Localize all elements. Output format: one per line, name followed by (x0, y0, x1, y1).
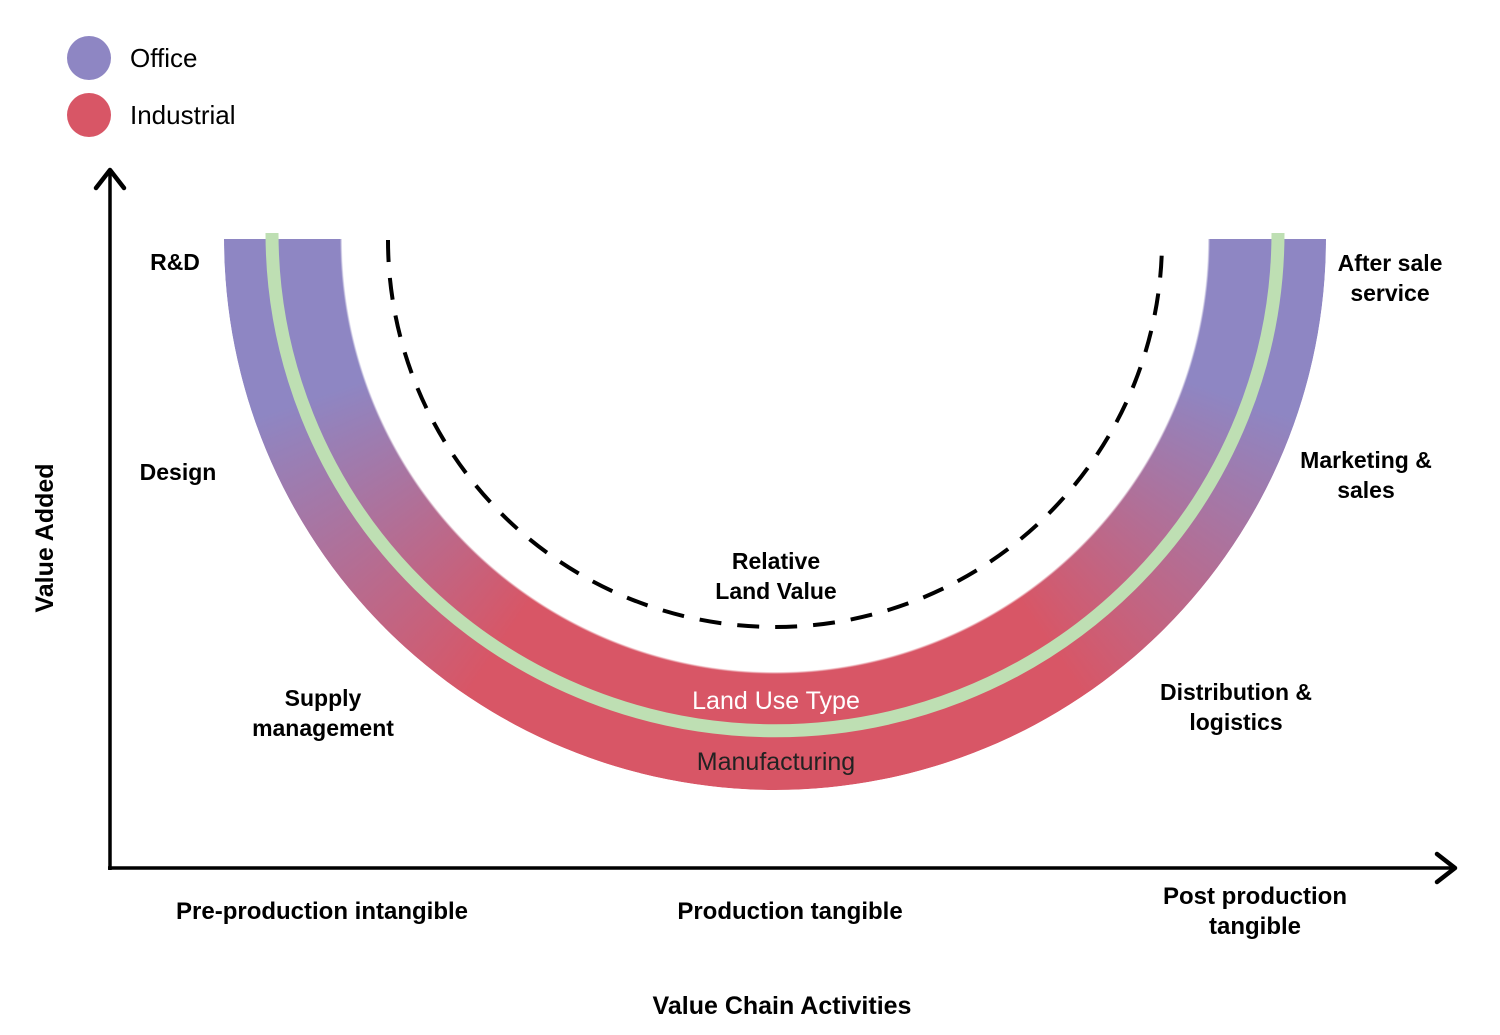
label-relative-land-value: Relative Land Value (715, 548, 837, 604)
label-land-use-type: Land Use Type (692, 687, 860, 715)
legend: Office Industrial (67, 36, 236, 137)
legend-item-industrial: Industrial (67, 93, 236, 137)
legend-label-industrial: Industrial (130, 99, 236, 130)
legend-item-office: Office (67, 36, 236, 80)
label-marketing-sales: Marketing & sales (1300, 447, 1432, 503)
x-tick-pre-production: Pre-production intangible (176, 898, 468, 925)
x-axis-title: Value Chain Activities (652, 992, 912, 1020)
label-manufacturing: Manufacturing (696, 748, 856, 776)
y-axis-title: Value Added (31, 463, 59, 613)
y-axis-arrow-icon (93, 167, 127, 191)
x-tick-production: Production tangible (677, 898, 903, 925)
legend-label-office: Office (130, 42, 198, 73)
label-supply-management: Supply management (252, 685, 394, 741)
x-axis-arrow-icon (1434, 851, 1458, 885)
x-tick-post-production: Post production tangible (1163, 883, 1347, 940)
label-rd: R&D (150, 249, 200, 275)
industrial-color-swatch (67, 93, 111, 137)
label-design: Design (139, 459, 217, 485)
office-color-swatch (67, 36, 111, 80)
label-distribution-logistics: Distribution & logistics (1159, 679, 1313, 735)
label-after-sale-service: After sale service (1337, 250, 1443, 306)
